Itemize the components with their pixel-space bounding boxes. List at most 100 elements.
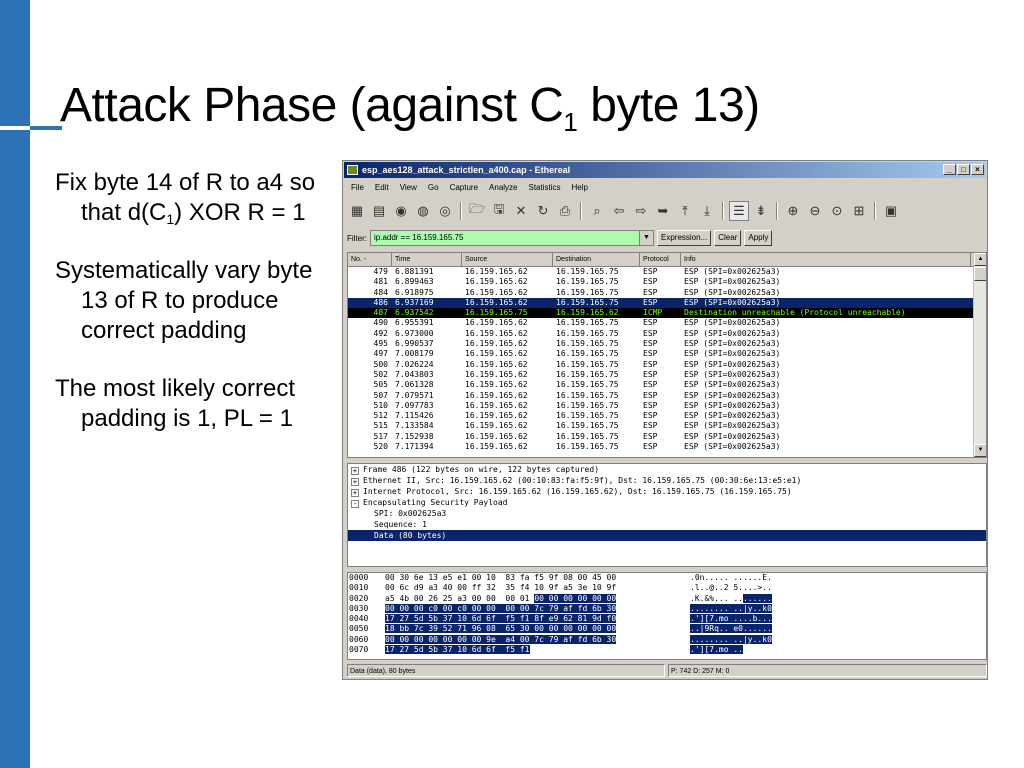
packet-list-scrollbar[interactable]: ▲ ▼ (973, 253, 986, 457)
hex-ascii[interactable]: .l..@..2 5....>.. (690, 583, 800, 593)
packet-no: 510 (373, 400, 388, 410)
find-packet-icon[interactable]: ⌕ (593, 203, 601, 218)
zoom-in-icon[interactable]: ⊕ (787, 203, 799, 218)
go-last-icon[interactable]: ⤓ (704, 203, 710, 218)
hex-bytes[interactable]: 00 6c d9 a3 40 00 ff 32 35 f4 10 9f a5 3… (385, 583, 690, 593)
expand-icon[interactable]: + (351, 489, 359, 497)
menu-statistics[interactable]: Statistics (528, 183, 561, 192)
scroll-up-icon[interactable]: ▲ (974, 253, 986, 266)
detail-tree-item[interactable]: +Frame 486 (122 bytes on wire, 122 bytes… (348, 464, 986, 475)
apply-button[interactable]: Apply (744, 230, 773, 246)
column-header-5[interactable]: Info (681, 253, 971, 266)
save-file-icon[interactable]: 🖫 (493, 201, 505, 216)
detail-tree-item[interactable]: +Internet Protocol, Src: 16.159.165.62 (… (348, 486, 986, 497)
scroll-down-icon[interactable]: ▼ (974, 444, 986, 457)
restart-capture-icon[interactable]: ◎ (439, 203, 451, 218)
hex-ascii[interactable]: ..|9Rq.. e0...... (690, 624, 800, 634)
hex-bytes[interactable]: 17 27 5d 5b 37 10 6d 6f f5 f1 (385, 645, 690, 655)
interface-list-icon[interactable]: ▦ (350, 203, 364, 218)
go-back-icon[interactable]: ⇦ (613, 203, 625, 218)
menu-file[interactable]: File (351, 183, 364, 192)
menu-analyze[interactable]: Analyze (489, 183, 518, 192)
go-forward-icon[interactable]: ⇨ (635, 203, 647, 218)
print-icon[interactable]: ⎙ (559, 203, 571, 218)
hex-bytes[interactable]: 18 bb 7c 39 52 71 96 08 65 30 00 00 00 0… (385, 624, 690, 634)
go-first-icon[interactable]: ⤒ (682, 203, 688, 218)
scroll-thumb[interactable] (974, 267, 986, 281)
minimize-button[interactable]: _ (943, 164, 956, 175)
stop-capture-icon[interactable]: ◍ (417, 203, 429, 218)
go-to-packet-icon[interactable]: ➥ (657, 203, 669, 218)
menu-go[interactable]: Go (427, 183, 439, 192)
detail-tree-item[interactable]: -Encapsulating Security Payload (348, 497, 986, 508)
resize-columns-icon[interactable]: ⊞ (853, 203, 865, 218)
hex-bytes[interactable]: a5 4b 00 26 25 a3 00 00 00 01 00 00 00 0… (385, 593, 690, 604)
open-file-icon[interactable]: 🗁 (468, 201, 486, 216)
column-header-1[interactable]: Time (392, 253, 462, 266)
hex-ascii[interactable]: .0n..... ......E. (690, 573, 800, 583)
hex-ascii[interactable]: ........ ..|y..k0 (690, 634, 800, 645)
close-button[interactable]: × (971, 164, 984, 175)
hex-bytes[interactable]: 00 00 00 c0 00 c0 00 00 00 00 7c 79 af f… (385, 603, 690, 614)
maximize-button[interactable]: □ (957, 164, 970, 175)
auto-scroll-icon[interactable]: ⇟ (755, 203, 767, 218)
hex-ascii[interactable]: .'][7.mo ....b... (690, 614, 800, 624)
hex-bytes[interactable]: 00 00 00 00 00 00 00 9e a4 00 7c 79 af f… (385, 634, 690, 645)
menu-view[interactable]: View (399, 183, 417, 192)
start-capture-icon[interactable]: ◉ (395, 203, 407, 218)
expand-icon[interactable]: + (351, 478, 359, 486)
expression-button[interactable]: Expression... (657, 230, 712, 246)
hex-ascii-highlighted: ........ ..|y..k0 (690, 634, 772, 644)
zoom-out-icon[interactable]: ⊖ (809, 203, 821, 218)
menu-edit[interactable]: Edit (374, 183, 389, 192)
menu-help[interactable]: Help (571, 183, 588, 192)
column-header-2[interactable]: Source (462, 253, 553, 266)
filter-input[interactable]: ip.addr == 16.159.165.75 ▼ (370, 230, 654, 246)
column-header-3[interactable]: Destination (553, 253, 640, 266)
hex-ascii[interactable]: .K.&%... ........ (690, 593, 800, 604)
packet-no: 487 (373, 308, 388, 318)
column-header-0[interactable]: No. - (348, 253, 392, 266)
detail-tree-item[interactable]: SPI: 0x002625a3 (348, 508, 986, 519)
filter-dropdown-arrow-icon[interactable]: ▼ (639, 231, 653, 245)
menu-capture[interactable]: Capture (449, 183, 479, 192)
reload-icon[interactable]: ↻ (537, 203, 549, 218)
close-file-icon[interactable]: ✕ (515, 203, 527, 218)
detail-tree-item[interactable]: +Ethernet II, Src: 16.159.165.62 (00:10:… (348, 475, 986, 486)
capture-options-icon[interactable]: ▤ (372, 203, 386, 218)
expand-icon[interactable]: + (351, 467, 359, 475)
hex-ascii[interactable]: .'][7.mo .. (690, 645, 800, 655)
collapse-icon[interactable]: - (351, 500, 359, 508)
clear-button[interactable]: Clear (714, 230, 742, 246)
detail-tree-item[interactable]: Sequence: 1 (348, 519, 986, 530)
column-header-4[interactable]: Protocol (640, 253, 681, 266)
detail-tree-item[interactable]: Data (80 bytes) (348, 530, 986, 541)
left-accent-bar (0, 0, 30, 768)
hex-bytes[interactable]: 17 27 5d 5b 37 10 6d 6f f5 f1 8f e9 62 8… (385, 614, 690, 624)
capture-filters-icon[interactable]: ▣ (884, 203, 898, 218)
zoom-normal-icon[interactable]: ⊙ (831, 203, 843, 218)
hex-ascii[interactable]: ........ ..|y..k0 (690, 603, 800, 614)
colorize-icon[interactable]: ☰ (729, 201, 749, 221)
hex-bytes[interactable]: 00 30 6e 13 e5 e1 00 10 83 fa f5 9f 08 0… (385, 573, 690, 583)
window-titlebar[interactable]: esp_aes128_attack_strictlen_a400.cap - E… (344, 162, 986, 178)
